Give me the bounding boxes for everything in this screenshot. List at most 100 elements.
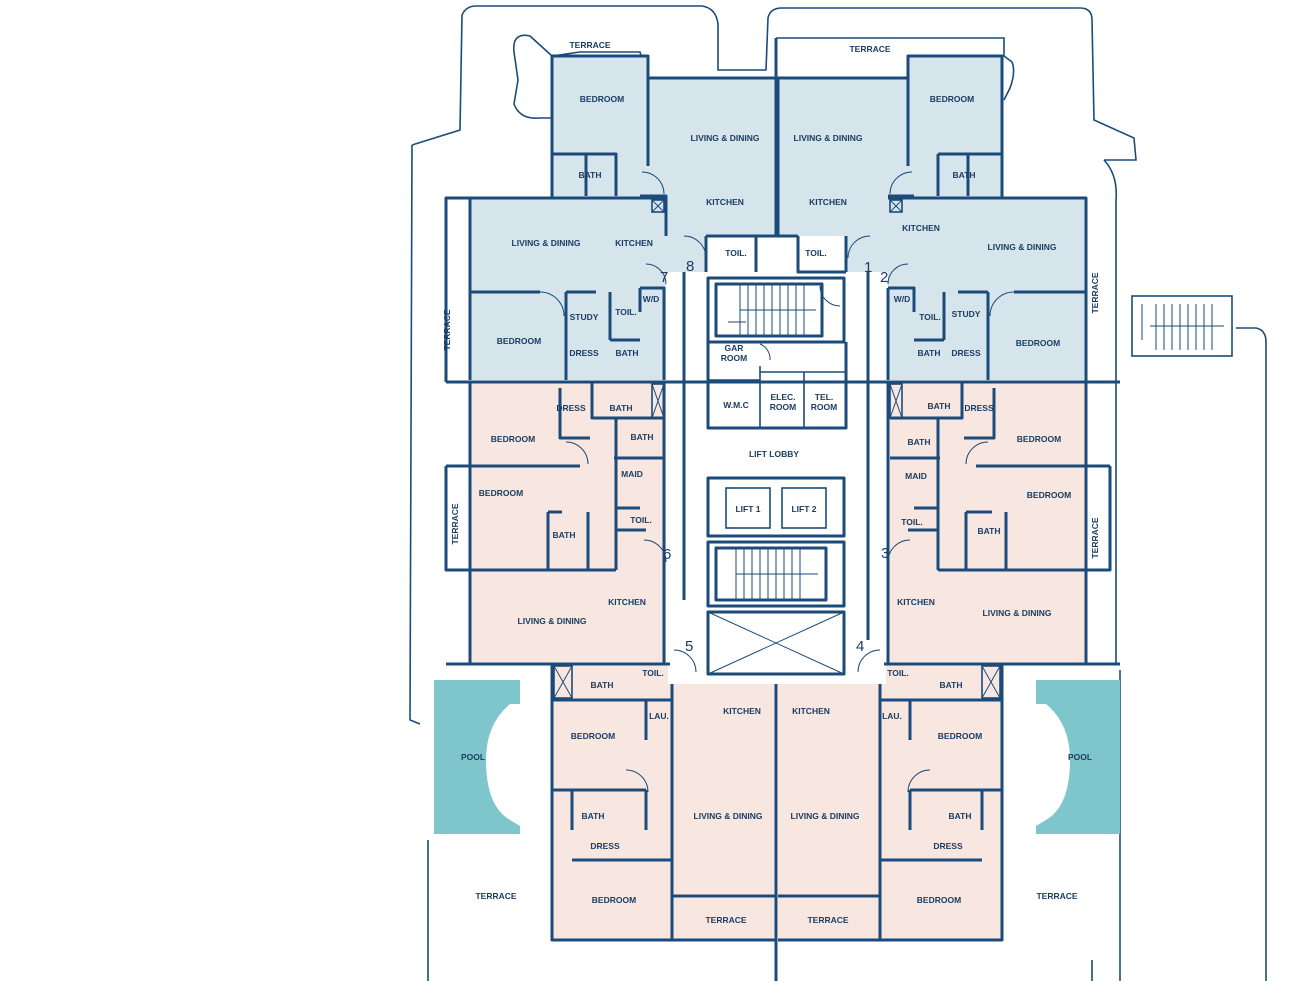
room-label-u5-kitchen: KITCHEN xyxy=(723,706,761,716)
room-label-u7-toil: TOIL. xyxy=(615,307,637,317)
room-label-pool-right: POOL xyxy=(1068,752,1092,762)
door-swings xyxy=(539,171,1015,793)
room-label-u7-study: STUDY xyxy=(570,312,599,322)
room-label-u8-living: LIVING & DINING xyxy=(691,133,760,143)
room-label-terrace-right-upper: TERRACE xyxy=(1090,272,1100,313)
room-label-u4-living: LIVING & DINING xyxy=(791,811,860,821)
room-label-u3-bedroom2: BEDROOM xyxy=(1027,490,1071,500)
room-label-lift1: LIFT 1 xyxy=(735,504,760,514)
room-label-u2-wd: W/D xyxy=(894,294,911,304)
room-label-u4-bath: BATH xyxy=(940,680,963,690)
room-label-terrace-top-left: TERRACE xyxy=(569,40,610,50)
pool-right-shape xyxy=(1036,680,1120,834)
room-label-u6-bedroom1: BEDROOM xyxy=(491,434,535,444)
pools xyxy=(434,680,1120,834)
room-label-u5-bath: BATH xyxy=(591,680,614,690)
room-label-u8-toil: TOIL. xyxy=(725,248,747,258)
unit-number-3: 3 xyxy=(881,545,889,562)
room-label-u4-bedroom1: BEDROOM xyxy=(938,731,982,741)
unit-number-8: 8 xyxy=(686,258,694,275)
room-label-u3-bedroom1: BEDROOM xyxy=(1017,434,1061,444)
room-label-u2-dress: DRESS xyxy=(951,348,981,358)
room-label-u2-living: LIVING & DINING xyxy=(988,242,1057,252)
room-label-u7-wd: W/D xyxy=(643,294,660,304)
room-label-u2-bath: BATH xyxy=(918,348,941,358)
room-label-u5-bath2: BATH xyxy=(582,811,605,821)
room-label-u6-maid: MAID xyxy=(621,469,643,479)
room-label-u4-bedroom2: BEDROOM xyxy=(917,895,961,905)
room-label-u6-bedroom2: BEDROOM xyxy=(479,488,523,498)
unit-number-5: 5 xyxy=(685,638,693,655)
room-label-u5-lau: LAU. xyxy=(649,711,669,721)
room-label-u6-bath3: BATH xyxy=(553,530,576,540)
room-label-terrace-left-upper: TERRACE xyxy=(442,309,452,350)
room-label-u2-toil: TOIL. xyxy=(919,312,941,322)
room-label-u8-bath: BATH xyxy=(579,170,602,180)
room-label-u4-toil: TOIL. xyxy=(887,668,909,678)
unit-number-7: 7 xyxy=(660,269,668,286)
room-labels: TERRACE TERRACE BEDROOM LIVING & DINING BATH… xyxy=(442,40,1100,925)
room-label-terrace-top-right: TERRACE xyxy=(849,44,890,54)
room-label-terrace-right-mid: TERRACE xyxy=(1090,517,1100,558)
room-label-elec-room: ELEC.ROOM xyxy=(770,392,796,412)
room-label-u3-living: LIVING & DINING xyxy=(983,608,1052,618)
room-label-u4-dress: DRESS xyxy=(933,841,963,851)
room-label-tel-room: TEL.ROOM xyxy=(811,392,837,412)
room-label-u3-toil: TOIL. xyxy=(901,517,923,527)
room-label-u3-bath3: BATH xyxy=(978,526,1001,536)
unit-numbers: 1 2 3 4 5 6 7 8 xyxy=(660,258,889,655)
room-label-u8-bedroom: BEDROOM xyxy=(580,94,624,104)
room-label-terrace-bottom-left: TERRACE xyxy=(475,891,516,901)
room-label-u5-living: LIVING & DINING xyxy=(694,811,763,821)
room-label-terrace-bottom-mid-left: TERRACE xyxy=(705,915,746,925)
room-label-u5-bedroom2: BEDROOM xyxy=(592,895,636,905)
room-label-u5-toil: TOIL. xyxy=(642,668,664,678)
unit-number-2: 2 xyxy=(880,269,888,286)
room-label-u2-study: STUDY xyxy=(952,309,981,319)
room-label-u2-kitchen: KITCHEN xyxy=(902,223,940,233)
room-label-u7-dress: DRESS xyxy=(569,348,599,358)
room-label-u7-kitchen: KITCHEN xyxy=(615,238,653,248)
room-label-u4-kitchen: KITCHEN xyxy=(792,706,830,716)
room-label-u1-toil: TOIL. xyxy=(805,248,827,258)
room-label-terrace-left-mid: TERRACE xyxy=(450,503,460,544)
room-label-u3-bath-top: BATH xyxy=(928,401,951,411)
room-label-terrace-bottom-mid-right: TERRACE xyxy=(807,915,848,925)
room-label-u7-living: LIVING & DINING xyxy=(512,238,581,248)
room-label-u5-bedroom1: BEDROOM xyxy=(571,731,615,741)
room-label-u6-kitchen: KITCHEN xyxy=(608,597,646,607)
room-label-u7-bedroom: BEDROOM xyxy=(497,336,541,346)
room-label-u3-kitchen: KITCHEN xyxy=(897,597,935,607)
room-label-u7-bath: BATH xyxy=(616,348,639,358)
unit-number-6: 6 xyxy=(663,546,671,563)
unit-number-1: 1 xyxy=(864,259,872,276)
walls xyxy=(444,38,1120,981)
room-label-lift2: LIFT 2 xyxy=(791,504,816,514)
room-label-u8-kitchen: KITCHEN xyxy=(706,197,744,207)
room-label-u5-dress: DRESS xyxy=(590,841,620,851)
room-label-terrace-bottom-right: TERRACE xyxy=(1036,891,1077,901)
room-label-u4-bath2: BATH xyxy=(949,811,972,821)
duct-shafts xyxy=(553,199,1001,699)
room-label-u3-bath2: BATH xyxy=(908,437,931,447)
room-label-u1-living: LIVING & DINING xyxy=(794,133,863,143)
unit-number-4: 4 xyxy=(856,638,864,655)
room-label-u1-bath: BATH xyxy=(953,170,976,180)
room-label-u6-dress: DRESS xyxy=(556,403,586,413)
room-label-u2-bedroom: BEDROOM xyxy=(1016,338,1060,348)
room-label-u3-dress: DRESS xyxy=(964,403,994,413)
room-label-u6-toil: TOIL. xyxy=(630,515,652,525)
room-label-pool-left: POOL xyxy=(461,752,485,762)
room-label-u6-bath2: BATH xyxy=(631,432,654,442)
room-label-u4-lau: LAU. xyxy=(882,711,902,721)
room-label-u6-bath-top: BATH xyxy=(610,403,633,413)
external-stair xyxy=(1131,295,1233,357)
room-label-u3-maid: MAID xyxy=(905,471,927,481)
room-label-u1-kitchen: KITCHEN xyxy=(809,197,847,207)
room-label-u1-bedroom: BEDROOM xyxy=(930,94,974,104)
room-label-wmc: W.M.C xyxy=(723,400,749,410)
pool-left-shape xyxy=(434,680,520,834)
room-label-u6-living: LIVING & DINING xyxy=(518,616,587,626)
